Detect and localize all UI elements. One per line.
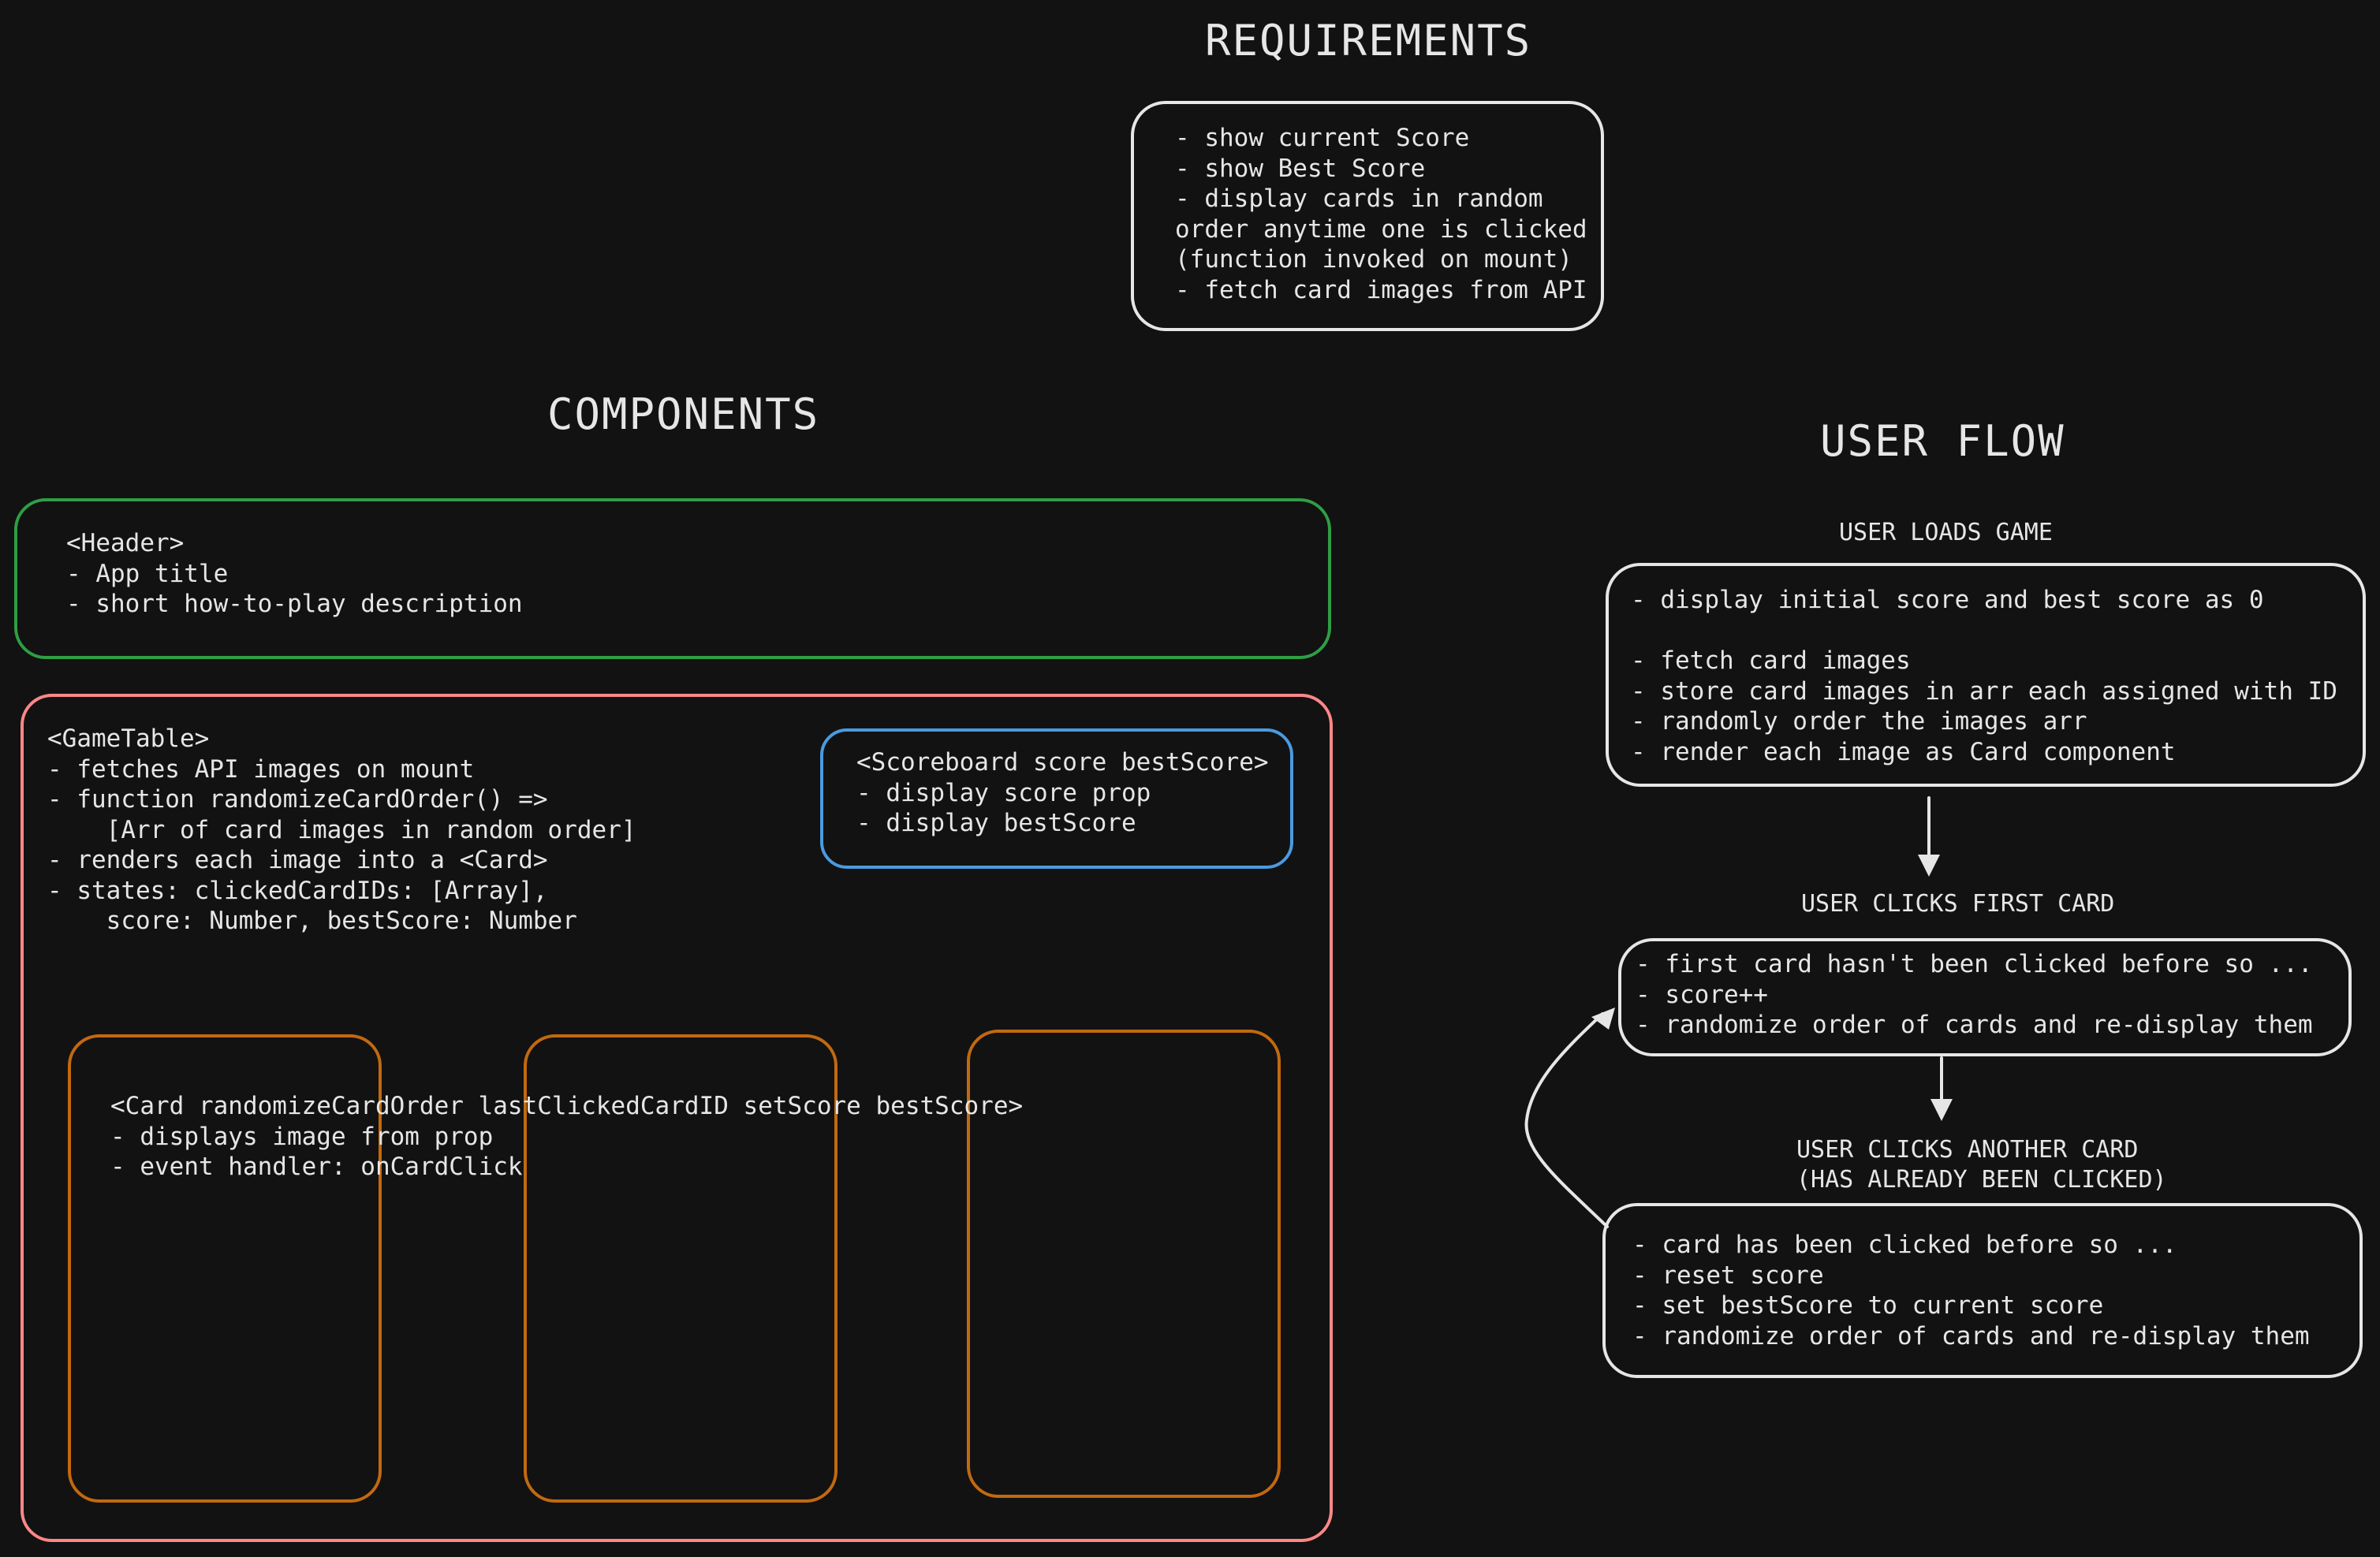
requirements-title: REQUIREMENTS — [1205, 16, 1532, 65]
step-user-clicks-first-card-label: USER CLICKS FIRST CARD — [1801, 890, 2115, 918]
text-line: - fetches API images on mount — [47, 754, 475, 784]
text-line: [Arr of card images in random order] — [47, 815, 636, 844]
text-line: <GameTable> — [47, 724, 210, 753]
text-line: - short how-to-play description — [66, 590, 523, 618]
text-line: - score++ — [1636, 980, 1768, 1009]
text-line: - display score prop — [856, 778, 1151, 807]
header-component-text: <Header>- App title- short how-to-play d… — [66, 528, 523, 620]
text-line: - fetch card images — [1631, 646, 1911, 675]
card-component-text: <Card randomizeCardOrder lastClickedCard… — [110, 1091, 1023, 1183]
requirements-box — [1131, 101, 1604, 331]
text-line: - fetch card images from API — [1175, 275, 1587, 304]
text-line: - displays image from prop — [110, 1122, 494, 1151]
text-line: - store card images in arr each assigned… — [1631, 676, 2337, 706]
scoreboard-component-text: <Scoreboard score bestScore>- display sc… — [856, 747, 1269, 839]
text-line: score: Number, bestScore: Number — [47, 907, 577, 935]
step-user-clicks-another-card-box — [1602, 1203, 2363, 1378]
text-line: - set bestScore to current score — [1632, 1291, 2104, 1320]
step-user-clicks-another-card-label-1: USER CLICKS ANOTHER CARD — [1796, 1136, 2139, 1164]
text-line: - first card hasn't been clicked before … — [1636, 950, 2313, 978]
text-line: - reset score — [1632, 1261, 1824, 1290]
text-line — [1631, 616, 2337, 646]
step-user-clicks-first-card-box — [1618, 938, 2352, 1056]
arrowhead-2 — [1930, 1099, 1953, 1121]
arrowhead-1 — [1918, 855, 1940, 877]
text-line: <Header> — [66, 529, 185, 557]
text-line: - states: clickedCardIDs: [Array], — [47, 876, 548, 905]
card-component-box-3 — [967, 1030, 1281, 1498]
text-line: - show current Score — [1175, 124, 1470, 152]
game-table-component-text: <GameTable>- fetches API images on mount… — [47, 724, 636, 937]
scoreboard-component-box — [820, 728, 1293, 869]
text-line: - App title — [66, 559, 229, 588]
step-user-loads-game-box — [1606, 563, 2366, 787]
text-line: - render each image as Card component — [1631, 737, 2176, 766]
text-line: - randomize order of cards and re-displa… — [1632, 1321, 2310, 1350]
arrowhead-3 — [1591, 1008, 1615, 1030]
card-component-box-2 — [524, 1034, 837, 1503]
text-line: order anytime one is clicked — [1175, 214, 1587, 244]
text-line: - display cards in random — [1175, 184, 1543, 213]
text-line: - event handler: onCardClick — [110, 1153, 523, 1181]
text-line: <Scoreboard score bestScore> — [856, 748, 1269, 777]
step-user-loads-game-text: - display initial score and best score a… — [1631, 585, 2337, 767]
text-line: - card has been clicked before so ... — [1632, 1231, 2177, 1259]
header-component-box — [14, 498, 1331, 659]
step-user-clicks-another-card-text: - card has been clicked before so ...- r… — [1632, 1230, 2310, 1351]
step-user-loads-game-label: USER LOADS GAME — [1839, 519, 2053, 546]
text-line: (function invoked on mount) — [1175, 245, 1572, 274]
user-flow-title: USER FLOW — [1820, 416, 2065, 466]
step-user-clicks-first-card-text: - first card hasn't been clicked before … — [1636, 949, 2313, 1041]
game-table-component-box — [21, 694, 1333, 1542]
step-user-clicks-another-card-label-2: (HAS ALREADY BEEN CLICKED) — [1796, 1166, 2167, 1194]
card-component-box-1 — [68, 1034, 382, 1503]
arrow-loop-back-to-first-click — [1524, 1012, 1609, 1228]
text-line: - randomize order of cards and re-displa… — [1636, 1011, 2313, 1039]
text-line: - show Best Score — [1175, 154, 1426, 183]
text-line: - randomly order the images arr — [1631, 707, 2087, 736]
text-line: - renders each image into a <Card> — [47, 846, 548, 874]
text-line: - display bestScore — [856, 809, 1136, 837]
text-line: - function randomizeCardOrder() => — [47, 785, 548, 814]
components-title: COMPONENTS — [547, 389, 820, 439]
text-line: <Card randomizeCardOrder lastClickedCard… — [110, 1092, 1024, 1120]
text-line: - display initial score and best score a… — [1631, 586, 2264, 614]
requirements-list: - show current Score- show Best Score- d… — [1175, 123, 1587, 305]
